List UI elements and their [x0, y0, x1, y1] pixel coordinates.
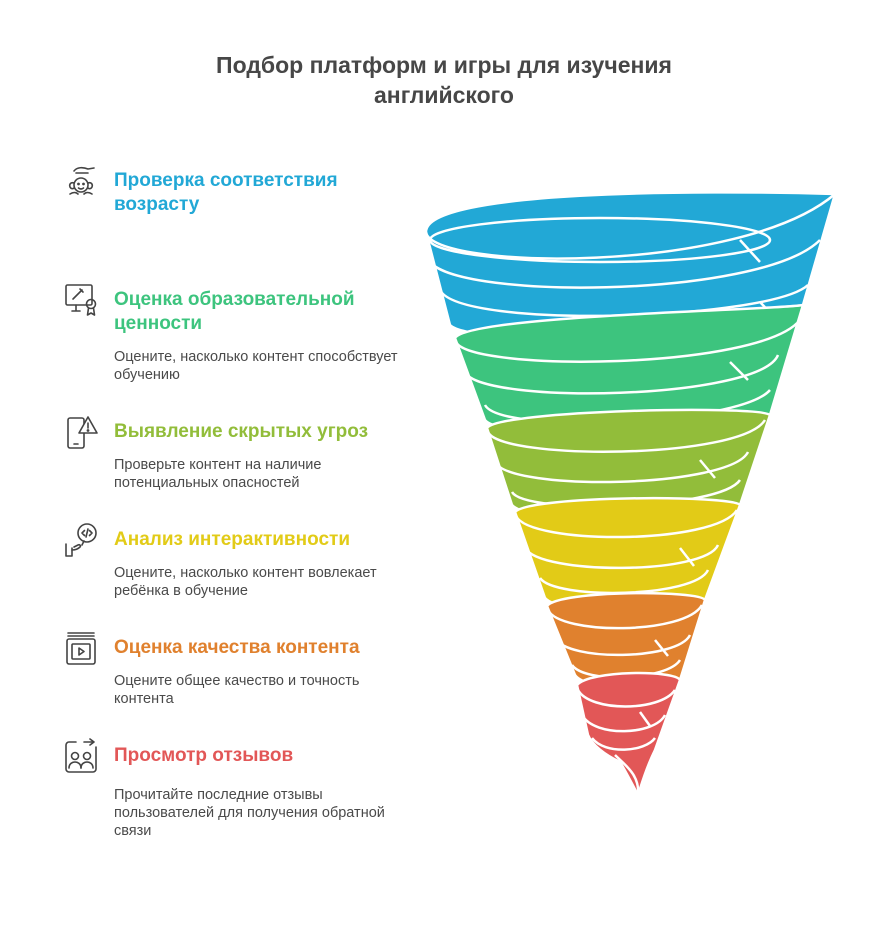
funnel-band-red: [575, 671, 682, 798]
step-title: Выявление скрытых угроз: [114, 421, 369, 442]
presentation-award-icon: [62, 282, 100, 320]
step-title: Анализ интерактивности: [114, 529, 350, 550]
step-description: Оцените, насколько контент вовлекает реб…: [114, 565, 377, 599]
hand-code-bubble-icon: [62, 522, 100, 560]
funnel-band-blue: [424, 191, 837, 340]
diagram-title: Подбор платформ и игры для изучения англ…: [216, 52, 672, 108]
step-description: Оцените общее качество и точность контен…: [114, 673, 360, 707]
step-title: Просмотр отзывов: [114, 745, 294, 766]
users-exchange-icon: [62, 738, 100, 776]
step-title: Оценка качества контента: [114, 637, 360, 658]
funnel-band-orange: [545, 591, 707, 689]
step-title: Проверка соответствия возрасту: [114, 170, 338, 215]
step-description: Оцените, насколько контент способствует …: [114, 349, 398, 383]
phone-warning-icon: [62, 414, 100, 452]
step-title: Оценка образовательной ценности: [114, 289, 355, 334]
child-care-icon: [62, 163, 100, 201]
step-description: Проверьте контент на наличие потенциальн…: [114, 457, 322, 491]
video-play-icon: [62, 630, 100, 668]
step-description: Прочитайте последние отзывы пользователе…: [114, 787, 385, 839]
